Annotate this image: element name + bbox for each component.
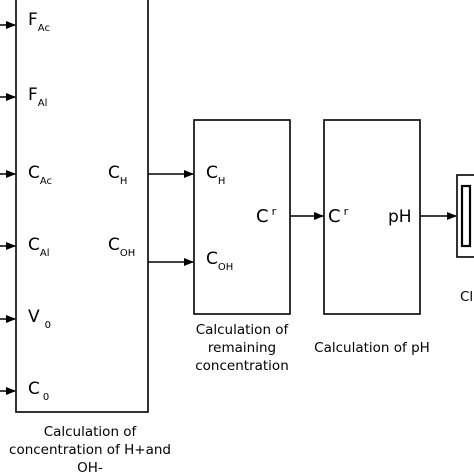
block-remaining-concentration: [193, 119, 291, 315]
block-concentration-h-oh: [15, 0, 149, 413]
label-b3-ph: pH: [388, 207, 412, 227]
block4-inner-element: [460, 184, 472, 248]
label-out-c-h: CH: [108, 163, 127, 187]
caption-block3: Calculation of pH: [314, 340, 430, 356]
caption-block1-line2: concentration of H+and: [9, 442, 171, 458]
caption-block1-line1: Calculation of: [44, 424, 138, 440]
caption-block1-line3: OH-: [77, 460, 103, 474]
caption-block2-line2: remaining: [208, 340, 276, 356]
caption-block2-line3: concentration: [195, 358, 289, 374]
label-b2-c-oh: COH: [206, 249, 233, 273]
label-f-al: FAl: [28, 85, 47, 109]
label-f-ac: FAc: [28, 10, 50, 34]
block-partial-right: [456, 174, 474, 258]
caption-block4-fragment: Cl: [460, 289, 473, 305]
label-out-c-oh: COH: [108, 235, 135, 259]
caption-block2-line1: Calculation of: [196, 322, 290, 338]
label-c-al: CAl: [28, 235, 50, 259]
label-c-ac: CAc: [28, 163, 52, 187]
label-b2-c-h: CH: [206, 163, 225, 187]
block-ph: [323, 119, 421, 315]
